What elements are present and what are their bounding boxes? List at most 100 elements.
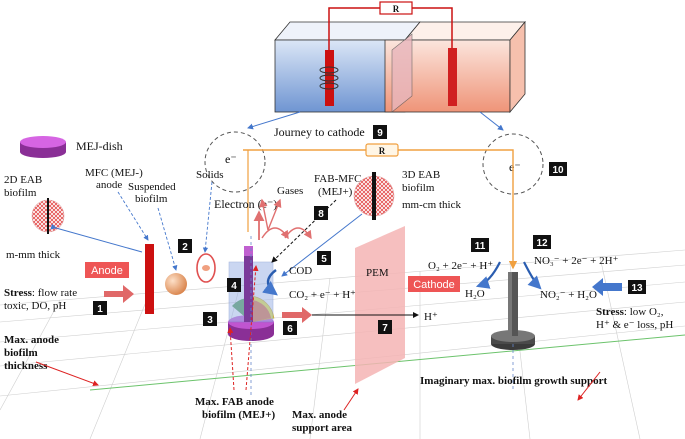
solids-particle	[202, 265, 210, 271]
eab-3d-label-2: biofilm	[402, 182, 435, 194]
badge-11-text: 11	[475, 241, 486, 252]
cathode-post	[491, 272, 535, 350]
guide-arrow-anode	[117, 191, 149, 241]
h2o-label: H₂O	[465, 288, 485, 300]
circuit-wire-right	[412, 7, 453, 48]
resistor-top	[379, 1, 413, 15]
stress-left-arrow	[104, 285, 134, 303]
stress-left-text1: : flow rate	[32, 287, 77, 299]
max-anode-thickness-1: Max. anode	[4, 334, 59, 346]
fab-pointer-1	[227, 327, 235, 391]
solids-label: Solids	[196, 169, 224, 181]
stress-left-line1: Stress: flow rate	[4, 287, 77, 299]
cod-reaction: CO₂ + e⁻ + H⁺	[289, 289, 356, 301]
fab-pointer-2	[245, 265, 259, 391]
gas-curve-2	[284, 227, 312, 240]
guide-arrow-tank-right	[479, 111, 504, 131]
badge-4-text: 4	[231, 281, 237, 292]
stress-right-arrow	[592, 278, 622, 296]
fab-mfc-label-1: FAB-MFC	[314, 173, 361, 185]
gases-label: Gases	[277, 185, 303, 197]
eab-2d-label-1: 2D EAB	[4, 174, 42, 186]
stress-right-bold: Stress	[596, 306, 625, 318]
suspended-label-1: Suspended	[128, 181, 176, 193]
eab-3d-label-1: 3D EAB	[402, 169, 440, 181]
support-pointer	[343, 388, 359, 411]
no3-curve-arrow	[523, 261, 542, 290]
badge-4	[227, 278, 241, 292]
journey-path-right	[398, 149, 518, 270]
imaginary-support-label: Imaginary max. biofilm growth support	[420, 375, 607, 387]
badge-10	[549, 162, 567, 176]
electron-circle-left	[204, 131, 266, 193]
badge-6	[283, 321, 297, 335]
cod-label: COD	[289, 265, 312, 277]
electron-circle-right	[482, 133, 544, 195]
e-minus-right: e⁻	[509, 160, 521, 174]
stress-left-bold: Stress	[4, 287, 33, 299]
badge-12	[533, 235, 551, 249]
mfc-anode-rod	[145, 244, 154, 314]
badge-8-text: 8	[318, 209, 324, 220]
max-fab-label-1: Max. FAB anode	[195, 396, 274, 408]
mej-dish-label: MEJ-dish	[76, 139, 123, 153]
badge-8	[314, 206, 328, 220]
guide-arrow-2d	[50, 223, 143, 253]
eab-2d-label-2: biofilm	[4, 187, 37, 199]
resistor-journey	[365, 143, 399, 157]
badge-3-text: 3	[207, 315, 213, 326]
max-anode-thickness-2: biofilm	[4, 347, 38, 359]
o2-reaction: O₂ + 2e⁻ + H⁺	[428, 260, 493, 272]
max-support-2: support area	[292, 422, 352, 434]
electron-label: Electron (e⁻)	[214, 197, 277, 211]
mm-cm-label: mm-cm thick	[402, 199, 461, 211]
mfc-tank	[274, 20, 526, 114]
badge-10-text: 10	[552, 165, 564, 176]
max-support-1: Max. anode	[292, 409, 347, 421]
suspended-biofilm-ball	[165, 273, 187, 295]
gas-curve-1	[261, 227, 289, 240]
fab-mfc-label-2: (MEJ+)	[318, 186, 353, 198]
m-mm-label: m-mm thick	[6, 249, 61, 261]
badge-6-text: 6	[287, 324, 293, 335]
resistor-top-label: R	[393, 4, 400, 14]
no3-reaction: NO₃⁻ + 2e⁻ + 2H⁺	[534, 255, 619, 267]
stress-right-line1: Stress: low O₂,	[596, 306, 664, 318]
max-anode-thickness-3: thickness	[4, 360, 48, 372]
mfc-anode-label-1: MFC (MEJ-)	[85, 167, 143, 179]
pem-label: PEM	[366, 267, 389, 279]
badge-7	[378, 320, 392, 334]
max-fab-label-2: biofilm (MEJ+)	[202, 409, 276, 421]
gas-arrow-1	[259, 198, 269, 231]
resistor-journey-label: R	[379, 146, 386, 156]
guide-arrow-tank-left	[247, 111, 301, 130]
hplus-label: H⁺	[424, 311, 438, 323]
thickness-pointer	[35, 361, 99, 387]
badge-11	[471, 238, 489, 252]
mej-dish-legend-icon	[20, 136, 66, 158]
mfc-anode-label-2: anode	[96, 179, 122, 191]
e-minus-left: e⁻	[225, 152, 237, 166]
stress-right-text1: : low O₂,	[624, 306, 664, 318]
badge-3	[203, 312, 217, 326]
cathode-tag-text: Cathode	[413, 279, 455, 291]
o2-curve-arrow	[475, 261, 501, 289]
badge-5	[317, 251, 331, 265]
gas-arrow-2	[267, 198, 282, 231]
suspended-label-2: biofilm	[135, 193, 168, 205]
eab-3d-bar	[372, 172, 376, 220]
guide-arrow-solids	[202, 181, 213, 253]
badge-7-text: 7	[382, 323, 388, 334]
badge-9-text: 9	[377, 128, 383, 139]
badge-2	[178, 239, 192, 253]
badge-13	[628, 280, 646, 294]
no2-reaction: NO₂⁻ + H₂O	[540, 289, 597, 301]
pem-membrane	[355, 226, 405, 384]
proton-arrow-stub	[282, 307, 312, 323]
badge-1	[93, 301, 107, 315]
cathode-tag	[408, 276, 460, 292]
guide-arrow-suspended	[157, 207, 178, 271]
cod-curve-arrow	[262, 269, 278, 296]
